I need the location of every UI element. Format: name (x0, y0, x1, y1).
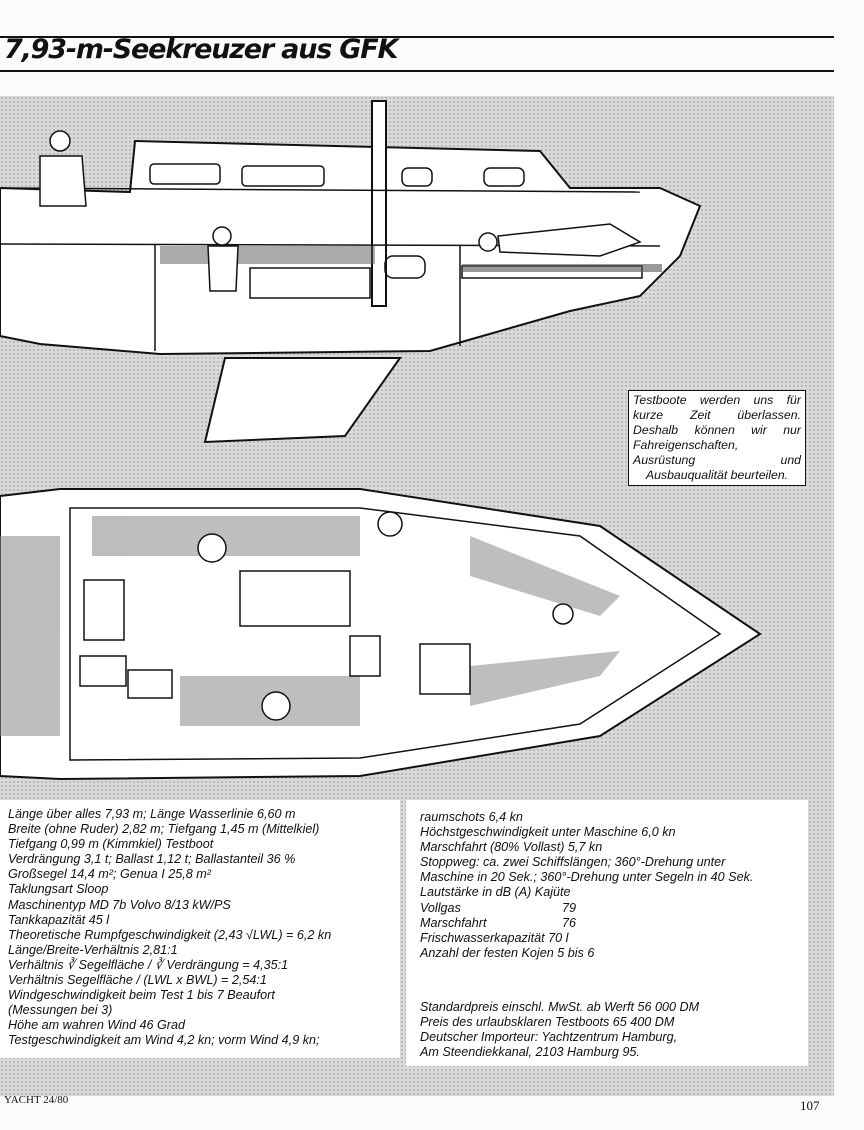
spacer (420, 961, 802, 1000)
spec-line: Großsegel 14,4 m²; Genua I 25,8 m² (8, 867, 211, 882)
spec-line: Tiefgang 0,99 m (Kimmkiel) Testboot (8, 837, 214, 852)
specs-left-column: Länge über alles 7,93 m; Länge Wasserlin… (0, 800, 400, 1058)
spec-line: Höhe am wahren Wind 46 Grad (8, 1018, 185, 1033)
spec-line: Maschinentyp MD 7b Volvo 8/13 kW/PS (8, 897, 231, 912)
spec-line: raumschots 6,4 kn (420, 810, 523, 824)
test-boat-notice: Testboote werden uns für kurze Zeit über… (628, 390, 806, 486)
spec-line: Verhältnis Segelfläche / (LWL x BWL) = 2… (8, 973, 267, 988)
spec-line: Länge/Breite-Verhältnis 2,81:1 (8, 942, 178, 957)
spec-line: Verhältnis ∛ Segelfläche / ∛ Verdrängung… (8, 957, 289, 972)
sound-row: Marschfahrt 76 (420, 916, 802, 931)
spec-line: Höchstgeschwindigkeit unter Maschine 6,0… (420, 825, 676, 840)
spec-line: Theoretische Rumpfgeschwindigkeit (2,43 … (8, 927, 332, 942)
spec-line: Taklungsart Sloop (8, 882, 109, 897)
spec-line: Stoppweg: ca. zwei Schiffslängen; 360°-D… (420, 855, 726, 870)
sound-value: 79 (562, 900, 577, 915)
sound-value: 76 (562, 915, 577, 930)
spec-line: Maschine in 20 Sek.; 360°-Drehung unter … (420, 870, 754, 885)
magazine-issue: YACHT 24/80 (4, 1094, 69, 1106)
boat-illustration (0, 100, 762, 781)
spec-line: Lautstärke in dB (A) Kajüte (420, 885, 571, 900)
page-title: 7,93-m-Seekreuzer aus GFK (4, 34, 398, 65)
price-line: Standardpreis einschl. MwSt. ab Werft 56… (420, 999, 700, 1014)
importer-line: Am Steendiekkanal, 2103 Hamburg 95. (420, 1045, 640, 1060)
sound-label: Vollgas (420, 900, 461, 915)
spec-line: Windgeschwindigkeit beim Test 1 bis 7 Be… (8, 988, 275, 1003)
spec-line: (Messungen bei 3) (8, 1003, 113, 1018)
spec-line: Marschfahrt (80% Vollast) 5,7 kn (420, 840, 603, 855)
sound-row: Vollgas 79 (420, 901, 802, 916)
spec-line: Tankkapazität 45 l (8, 912, 110, 927)
spec-line: Frischwasserkapazität 70 l (420, 930, 569, 945)
price-line: Preis des urlaubsklaren Testboots 65 400… (420, 1015, 675, 1030)
spec-line: Länge über alles 7,93 m; Länge Wasserlin… (8, 807, 296, 821)
title-rule-bottom (0, 70, 834, 72)
spec-line: Anzahl der festen Kojen 5 bis 6 (420, 945, 595, 960)
spec-line: Testgeschwindigkeit am Wind 4,2 kn; vorm… (8, 1033, 320, 1048)
spec-line: Verdrängung 3,1 t; Ballast 1,12 t; Balla… (8, 852, 296, 867)
importer-line: Deutscher Importeur: Yachtzentrum Hambur… (420, 1030, 678, 1045)
page-number: 107 (800, 1098, 820, 1113)
specs-right-column: raumschots 6,4 kn Höchstgeschwindigkeit … (406, 800, 808, 1066)
title-rule-top (0, 36, 834, 38)
sound-label: Marschfahrt (420, 915, 487, 930)
spec-line: Breite (ohne Ruder) 2,82 m; Tiefgang 1,4… (8, 822, 320, 837)
